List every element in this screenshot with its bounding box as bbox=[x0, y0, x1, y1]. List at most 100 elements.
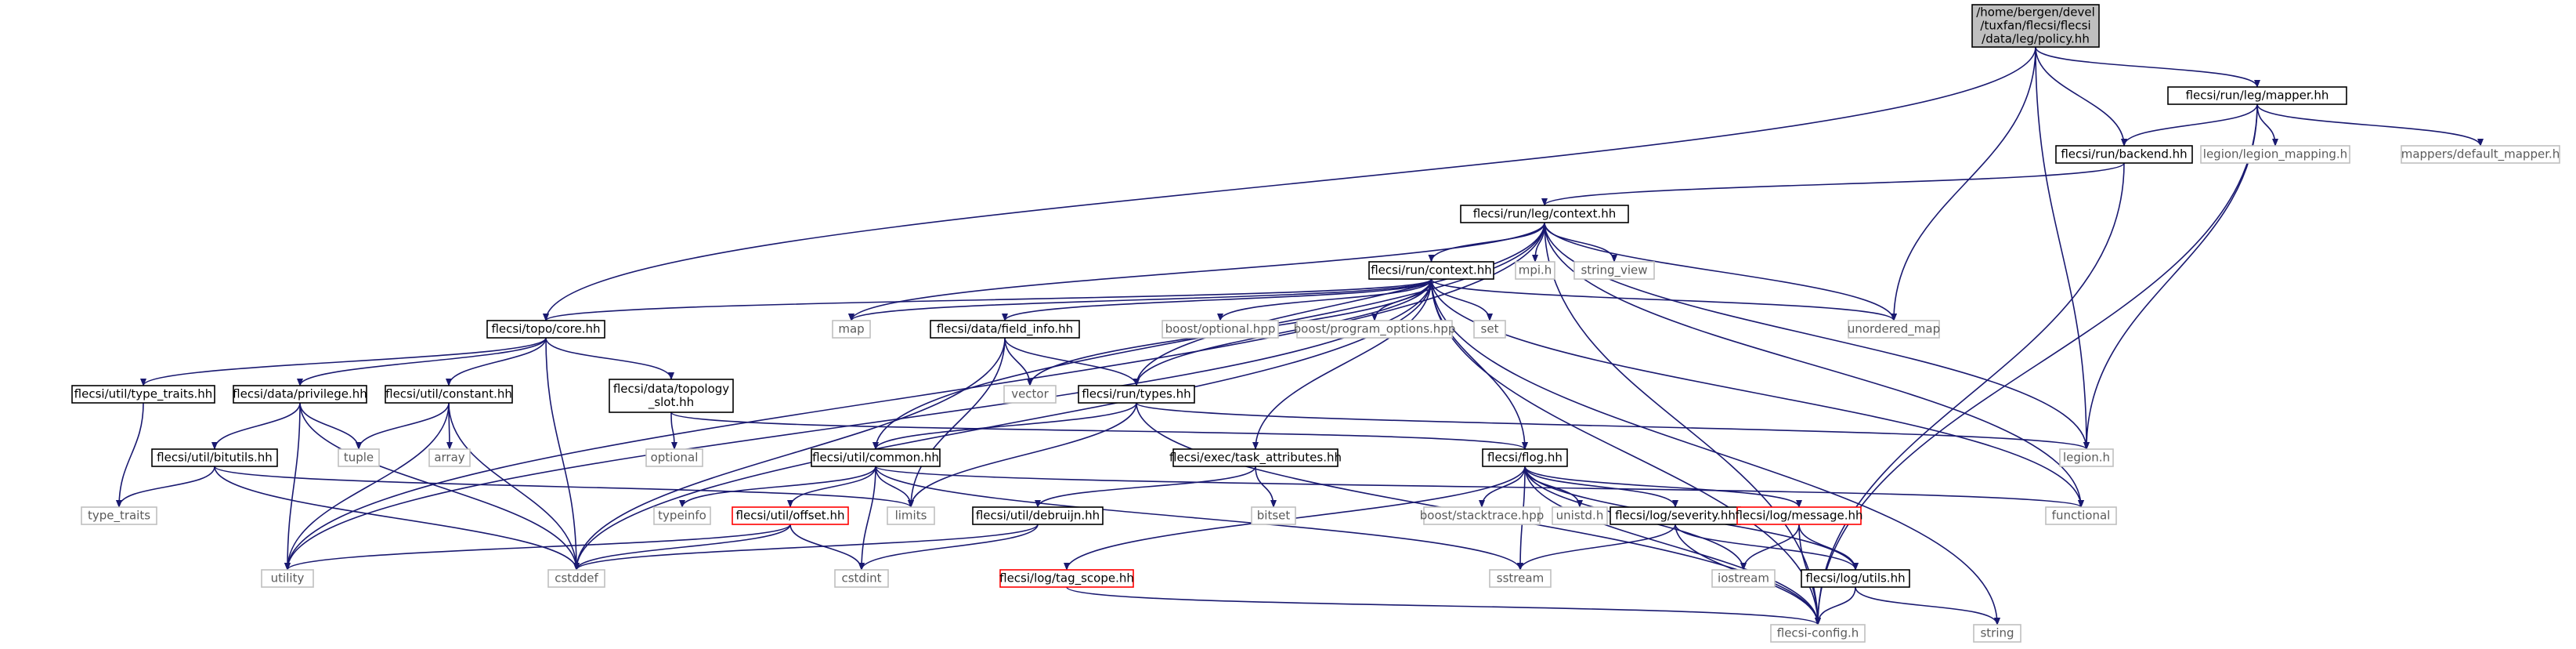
node-type-traits: type_traits bbox=[81, 506, 157, 525]
node-box bbox=[1711, 569, 1776, 588]
node-unordered-map: unordered_map bbox=[1848, 320, 1940, 339]
node-debruijn[interactable]: flecsi/util/debruijn.hh bbox=[972, 506, 1104, 525]
node-iostream: iostream bbox=[1711, 569, 1776, 588]
node-types[interactable]: flecsi/run/types.hh bbox=[1078, 385, 1195, 404]
edge-backend-to-legcontext bbox=[1541, 162, 2125, 206]
node-label: _slot.hh bbox=[648, 395, 694, 410]
node-box bbox=[1251, 506, 1296, 525]
node-box bbox=[2055, 145, 2193, 164]
edge-policy-to-backend bbox=[2035, 46, 2127, 147]
edge-offset-to-utility bbox=[284, 524, 791, 571]
edge-offset-to-cstddef bbox=[573, 524, 791, 571]
edge-common-to-offset bbox=[787, 466, 876, 508]
node-box bbox=[887, 506, 935, 525]
node-field-info[interactable]: flecsi/data/field_info.hh bbox=[930, 320, 1080, 339]
node-policy[interactable]: /home/bergen/devel/tuxfan/flecsi/flecsi/… bbox=[1971, 4, 2100, 48]
node-label: flecsi/util/bitutils.hh bbox=[157, 451, 273, 465]
node-box bbox=[338, 448, 380, 467]
node-label: legion/legion_mapping.h bbox=[2203, 147, 2347, 162]
node-label: optional bbox=[651, 451, 699, 465]
edge-legcontext-to-unordered_map bbox=[1544, 222, 1897, 321]
node-context[interactable]: flecsi/run/context.hh bbox=[1368, 261, 1494, 280]
edge-mapper-to-default_mapper bbox=[2256, 103, 2484, 147]
node-string: string bbox=[1973, 624, 2021, 643]
edge-policy-to-unordered_map bbox=[1891, 46, 2036, 321]
edge-privilege-to-utility bbox=[284, 402, 301, 571]
node-tag-scope[interactable]: flecsi/log/tag_scope.hh bbox=[999, 569, 1134, 588]
node-label: flecsi/util/offset.hh bbox=[736, 509, 845, 523]
node-box bbox=[1078, 385, 1195, 404]
edge-topology_slot-to-optional bbox=[670, 412, 677, 450]
node-layer: /home/bergen/devel/tuxfan/flecsi/flecsi/… bbox=[71, 4, 2560, 643]
edge-context-to-functional bbox=[1430, 278, 2084, 508]
node-box bbox=[151, 448, 278, 467]
node-label: flecsi/run/leg/context.hh bbox=[1473, 207, 1616, 221]
node-box bbox=[1368, 261, 1494, 280]
node-label: cstdint bbox=[841, 571, 881, 586]
node-label: flecsi/flog.hh bbox=[1487, 451, 1563, 465]
node-offset[interactable]: flecsi/util/offset.hh bbox=[732, 506, 849, 525]
node-box bbox=[2167, 86, 2347, 105]
edge-coreh-to-privilege bbox=[297, 337, 547, 386]
node-box bbox=[653, 506, 711, 525]
node-task-attr[interactable]: flecsi/exec/task_attributes.hh bbox=[1169, 448, 1342, 467]
node-box bbox=[811, 448, 941, 467]
node-label: flecsi/exec/task_attributes.hh bbox=[1169, 451, 1342, 466]
node-label: set bbox=[1481, 322, 1499, 336]
node-box bbox=[1973, 624, 2021, 643]
node-topology-slot[interactable]: flecsi/data/topology_slot.hh bbox=[609, 379, 734, 413]
node-flog[interactable]: flecsi/flog.hh bbox=[1482, 448, 1568, 467]
node-constant[interactable]: flecsi/util/constant.hh bbox=[385, 385, 513, 404]
node-box bbox=[2059, 448, 2114, 467]
edge-privilege-to-cstddef bbox=[299, 402, 580, 571]
node-common[interactable]: flecsi/util/common.hh bbox=[811, 448, 941, 467]
node-label: iostream bbox=[1718, 571, 1769, 586]
edge-context-to-flecsi_config bbox=[1430, 278, 1821, 625]
edge-context-to-coreh bbox=[543, 278, 1433, 321]
node-legion: legion.h bbox=[2059, 448, 2114, 467]
node-log-utils[interactable]: flecsi/log/utils.hh bbox=[1801, 569, 1910, 588]
node-type-traits-hh[interactable]: flecsi/util/type_traits.hh bbox=[71, 385, 215, 404]
node-box bbox=[547, 569, 605, 588]
node-box bbox=[1515, 261, 1555, 280]
node-box bbox=[1552, 506, 1608, 525]
node-severity[interactable]: flecsi/log/severity.hh bbox=[1610, 506, 1741, 525]
node-box bbox=[1489, 569, 1552, 588]
node-mapper[interactable]: flecsi/run/leg/mapper.hh bbox=[2167, 86, 2347, 105]
edge-context-to-boost_optional bbox=[1217, 278, 1433, 321]
node-label: tuple bbox=[344, 451, 374, 465]
edge-legcontext-to-context bbox=[1428, 222, 1545, 263]
node-optional: optional bbox=[645, 448, 703, 467]
node-box bbox=[1482, 448, 1568, 467]
edge-message-to-iostream bbox=[1740, 524, 1800, 571]
node-label: flecsi/log/tag_scope.hh bbox=[999, 571, 1134, 586]
edge-field_info-to-vector bbox=[1004, 337, 1033, 386]
node-array: array bbox=[428, 448, 471, 467]
node-boost-po: boost/program_options.hpp bbox=[1294, 320, 1455, 339]
node-label: boost/stacktrace.hpp bbox=[1420, 509, 1544, 523]
node-functional: functional bbox=[2045, 506, 2117, 525]
node-box bbox=[834, 569, 889, 588]
node-typeinfo: typeinfo bbox=[653, 506, 711, 525]
node-box bbox=[81, 506, 157, 525]
node-backend[interactable]: flecsi/run/backend.hh bbox=[2055, 145, 2193, 164]
node-box bbox=[1801, 569, 1910, 588]
node-coreh[interactable]: flecsi/topo/core.hh bbox=[486, 320, 605, 339]
node-message[interactable]: flecsi/log/message.hh bbox=[1735, 506, 1863, 525]
node-label: flecsi/data/privilege.hh bbox=[233, 387, 367, 401]
edge-context-to-set bbox=[1430, 278, 1493, 321]
node-legcontext[interactable]: flecsi/run/leg/context.hh bbox=[1460, 205, 1629, 223]
node-label: string bbox=[1980, 626, 2014, 640]
node-bitutils[interactable]: flecsi/util/bitutils.hh bbox=[151, 448, 278, 467]
edge-log_utils-to-flecsi_config bbox=[1815, 586, 1856, 625]
edge-context-to-map bbox=[848, 278, 1433, 321]
edge-context-to-task_attr bbox=[1252, 278, 1433, 450]
node-privilege[interactable]: flecsi/data/privilege.hh bbox=[233, 385, 367, 404]
node-label: bitset bbox=[1257, 509, 1291, 523]
edge-mapper-to-legion_mapping bbox=[2256, 103, 2278, 147]
edge-common-to-functional bbox=[875, 466, 2084, 508]
node-sstream: sstream bbox=[1489, 569, 1552, 588]
edge-field_info-to-limits bbox=[908, 337, 1006, 508]
node-label: unordered_map bbox=[1848, 322, 1940, 337]
